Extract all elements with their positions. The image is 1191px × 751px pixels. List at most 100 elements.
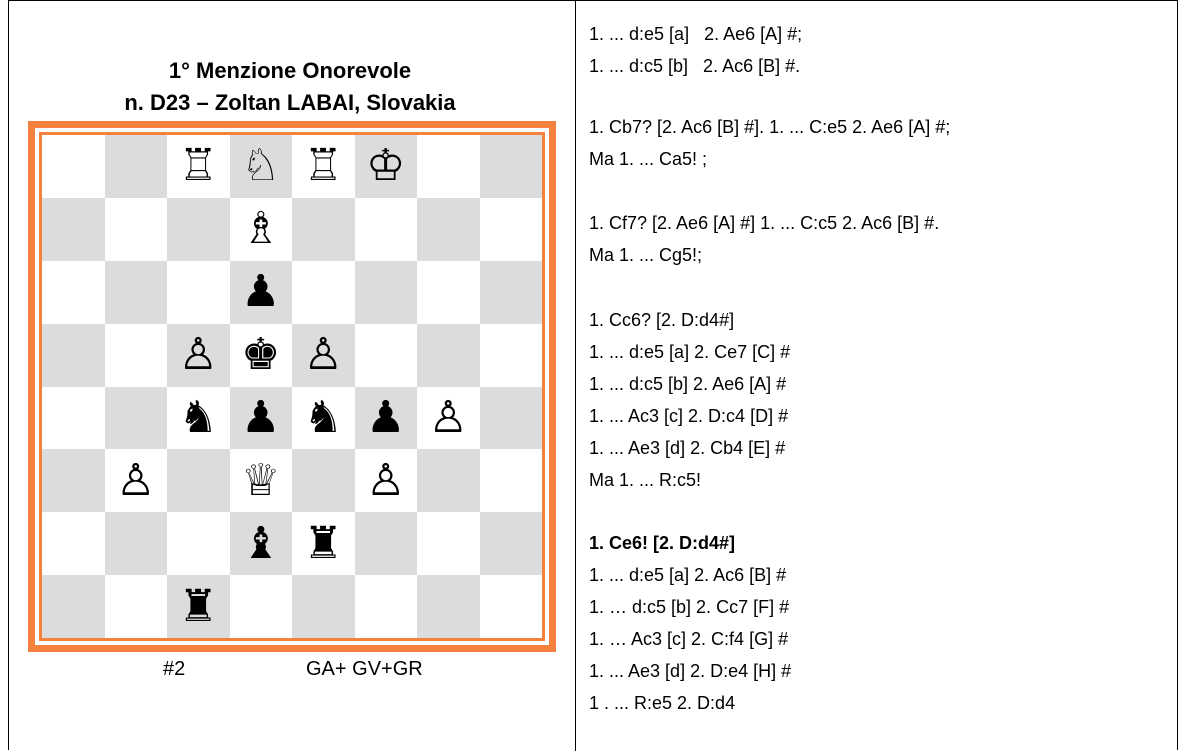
board-square <box>480 135 543 198</box>
problem-award-title: 1° Menzione Onorevole <box>20 56 560 86</box>
chess-piece-icon: ♚ <box>241 333 280 377</box>
board-square <box>417 324 480 387</box>
chess-piece-icon: ♙ <box>366 459 405 503</box>
chess-piece-icon: ♔ <box>366 144 405 188</box>
solution-line: 1. ... Ae3 [d] 2. D:e4 [H] # <box>589 659 791 683</box>
chess-piece-icon: ♖ <box>179 144 218 188</box>
board-square: ♟ <box>355 387 418 450</box>
board-square <box>292 261 355 324</box>
board-square <box>105 135 168 198</box>
chess-piece-icon: ♟ <box>241 396 280 440</box>
chess-piece-icon: ♟ <box>241 270 280 314</box>
board-square: ♞ <box>167 387 230 450</box>
board-square <box>42 449 105 512</box>
chess-piece-icon: ♕ <box>241 459 280 503</box>
board-square <box>292 198 355 261</box>
board-square: ♘ <box>230 135 293 198</box>
board-square <box>167 198 230 261</box>
solution-line: 1. ... d:c5 [b] 2. Ae6 [A] # <box>589 372 786 396</box>
board-square <box>480 324 543 387</box>
chess-piece-icon: ♙ <box>429 396 468 440</box>
board-square <box>480 449 543 512</box>
board-square <box>42 324 105 387</box>
chess-piece-icon: ♞ <box>179 396 218 440</box>
column-divider <box>575 0 576 751</box>
board-square <box>42 261 105 324</box>
board-square: ♝ <box>230 512 293 575</box>
solution-line: Ma 1. ... Ca5! ; <box>589 147 707 171</box>
board-square <box>480 512 543 575</box>
board-square: ♙ <box>105 449 168 512</box>
board-square <box>167 512 230 575</box>
solution-line: 1. Cc6? [2. D:d4#] <box>589 308 734 332</box>
board-square: ♙ <box>167 324 230 387</box>
problem-author-line: n. D23 – Zoltan LABAI, Slovakia <box>20 88 560 118</box>
board-square: ♜ <box>292 512 355 575</box>
board-square <box>230 575 293 638</box>
chess-piece-icon: ♟ <box>366 396 405 440</box>
solution-line: 1. Cf7? [2. Ae6 [A] #] 1. ... C:c5 2. Ac… <box>589 211 939 235</box>
board-square <box>42 387 105 450</box>
board-square <box>417 512 480 575</box>
board-square <box>105 575 168 638</box>
board-square <box>355 512 418 575</box>
board-square <box>480 198 543 261</box>
board-square: ♔ <box>355 135 418 198</box>
board-square <box>417 261 480 324</box>
board-square <box>355 575 418 638</box>
board-square <box>42 198 105 261</box>
board-square <box>417 449 480 512</box>
chess-piece-icon: ♘ <box>241 144 280 188</box>
board-square <box>292 449 355 512</box>
board-square <box>480 387 543 450</box>
board-square <box>42 135 105 198</box>
solution-line: Ma 1. ... Cg5!; <box>589 243 702 267</box>
solution-line: 1. ... d:e5 [a] 2. Ae6 [A] #; <box>589 22 802 46</box>
solution-line: 1. Cb7? [2. Ac6 [B] #]. 1. ... C:e5 2. A… <box>589 115 950 139</box>
board-square <box>42 575 105 638</box>
board-square <box>105 512 168 575</box>
solution-line: 1. ... d:e5 [a] 2. Ce7 [C] # <box>589 340 790 364</box>
board-square <box>355 324 418 387</box>
solution-line: 1. … Ac3 [c] 2. C:f4 [G] # <box>589 627 788 651</box>
board-square: ♖ <box>292 135 355 198</box>
board-square <box>417 575 480 638</box>
board-square <box>105 261 168 324</box>
chess-piece-icon: ♙ <box>304 333 343 377</box>
stipulation-label: #2 <box>163 655 185 683</box>
themes-label: GA+ GV+GR <box>306 655 423 683</box>
board-square <box>167 261 230 324</box>
board-square <box>480 575 543 638</box>
board-square <box>355 261 418 324</box>
board-square: ♙ <box>355 449 418 512</box>
board-square: ♜ <box>167 575 230 638</box>
solution-line: 1. ... Ac3 [c] 2. D:c4 [D] # <box>589 404 788 428</box>
chess-piece-icon: ♝ <box>241 522 280 566</box>
board-square: ♞ <box>292 387 355 450</box>
board-square: ♕ <box>230 449 293 512</box>
solution-line: 1. ... Ae3 [d] 2. Cb4 [E] # <box>589 436 785 460</box>
board-square: ♟ <box>230 261 293 324</box>
solution-line: 1. ... d:e5 [a] 2. Ac6 [B] # <box>589 563 786 587</box>
board-square <box>417 198 480 261</box>
chess-piece-icon: ♜ <box>304 522 343 566</box>
chess-board: ♖ ♘ ♖ ♔ ♗ ♟ ♙ ♚ ♙ ♞ ♟ ♞ ♟ ♙ ♙ ♕ ♙ ♝ ♜ ♜ <box>42 135 542 638</box>
chess-piece-icon: ♞ <box>304 396 343 440</box>
board-square <box>292 575 355 638</box>
board-square <box>480 261 543 324</box>
board-square <box>167 449 230 512</box>
board-square: ♙ <box>292 324 355 387</box>
chess-piece-icon: ♙ <box>116 459 155 503</box>
board-square: ♙ <box>417 387 480 450</box>
solution-line: 1. Ce6! [2. D:d4#] <box>589 531 735 555</box>
solution-line: 1. ... d:c5 [b] 2. Ac6 [B] #. <box>589 54 800 78</box>
board-square <box>105 387 168 450</box>
solution-line: 1. … d:c5 [b] 2. Cc7 [F] # <box>589 595 789 619</box>
chess-piece-icon: ♙ <box>179 333 218 377</box>
chess-piece-icon: ♗ <box>241 207 280 251</box>
chess-piece-icon: ♜ <box>179 585 218 629</box>
board-square <box>417 135 480 198</box>
chess-piece-icon: ♖ <box>304 144 343 188</box>
board-square: ♖ <box>167 135 230 198</box>
board-square: ♗ <box>230 198 293 261</box>
